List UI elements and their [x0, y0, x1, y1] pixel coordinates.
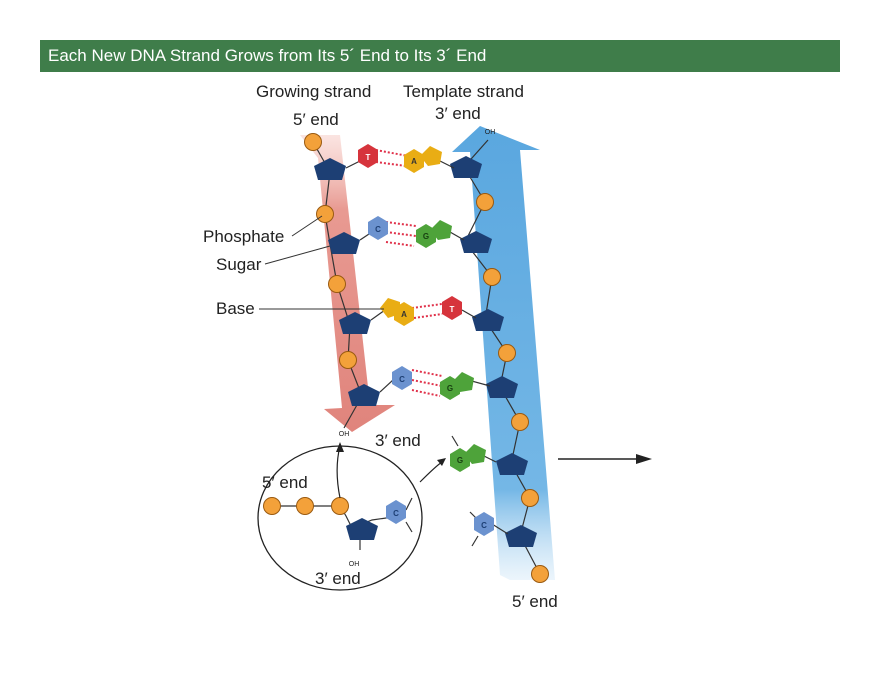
inset-circle: 5′ end OH C 3′ end — [257, 442, 423, 591]
sugar-pentagon — [486, 376, 518, 398]
base-letter: A — [411, 157, 417, 166]
base-c-hexagon — [392, 366, 412, 390]
base-a-hexagon — [394, 302, 414, 326]
sugar-pentagon — [348, 384, 380, 406]
arrowhead — [336, 442, 344, 452]
label-sugar: Sugar — [216, 255, 262, 274]
unpaired-base-c: C — [469, 511, 509, 547]
base-letter: T — [366, 153, 371, 162]
label-inset-5-end: 5′ end — [262, 473, 308, 492]
phosphate-circle — [511, 413, 529, 431]
label-inset-3-end: 3′ end — [315, 569, 361, 588]
phosphate-circle — [316, 205, 334, 223]
base-c-hexagon — [474, 512, 494, 536]
base-t-hexagon — [442, 296, 462, 320]
base-letter: G — [457, 456, 463, 465]
sugar-pentagon — [450, 156, 482, 178]
arrowhead — [437, 458, 446, 466]
base-pair-3: A T — [380, 296, 462, 326]
base-letter: C — [399, 375, 405, 384]
inset-to-oh-arrow — [336, 445, 341, 499]
phosphate-circle — [339, 351, 357, 369]
base-letter: A — [401, 310, 407, 319]
base-c-hexagon — [386, 500, 406, 524]
label-template-3-end: 3′ end — [435, 104, 481, 123]
label-growing-3-end: 3′ end — [375, 431, 421, 450]
phosphate-circle — [331, 497, 349, 515]
phosphate-circle — [521, 489, 539, 507]
phosphate-circle — [296, 497, 314, 515]
label-base: Base — [216, 299, 255, 318]
base-a-hexagon — [404, 149, 424, 173]
base-letter: T — [450, 305, 455, 314]
hydrogen-bonds — [375, 149, 443, 397]
oh-label-inset: OH — [349, 561, 360, 568]
sugar-pentagon — [460, 231, 492, 253]
phosphate-circle — [304, 133, 322, 151]
label-growing-strand: Growing strand — [256, 82, 371, 101]
sugar-pentagon — [472, 309, 504, 331]
sugar-pentagon — [346, 518, 378, 540]
base-pair-4: C G — [392, 366, 474, 400]
label-template-5-end: 5′ end — [512, 592, 558, 611]
direction-arrow-head — [636, 454, 652, 464]
title-bar: Each New DNA Strand Grows from Its 5´ En… — [40, 40, 840, 72]
sugar-pentagon — [496, 453, 528, 475]
sugar-pentagon — [339, 312, 371, 334]
page-title: Each New DNA Strand Grows from Its 5´ En… — [48, 46, 487, 65]
sugar-pentagon — [505, 525, 537, 547]
growing-strand-arrow — [300, 135, 395, 432]
sugar-pentagon — [328, 232, 360, 254]
label-phosphate: Phosphate — [203, 227, 284, 246]
label-growing-5-end: 5′ end — [293, 110, 339, 129]
phosphate-circle — [328, 275, 346, 293]
base-c-hexagon — [368, 216, 388, 240]
base-letter: C — [393, 509, 399, 518]
base-connectors — [345, 159, 491, 393]
base-letter: C — [481, 521, 487, 530]
base-letter: C — [375, 225, 381, 234]
base-t-hexagon — [358, 144, 378, 168]
leader-lines — [259, 215, 384, 310]
base-pair-1: T A — [358, 144, 442, 173]
sugar-pentagon — [314, 158, 346, 180]
base-g-hexagon — [450, 448, 470, 472]
phosphate-circle — [476, 193, 494, 211]
base-g-hexagon — [416, 224, 436, 248]
phosphate-circle — [263, 497, 281, 515]
label-template-strand: Template strand — [403, 82, 524, 101]
base-g-hexagon — [440, 376, 460, 400]
base-letter: G — [423, 232, 429, 241]
phosphate-circle — [498, 344, 516, 362]
inset-to-base-arrow — [419, 461, 443, 483]
phosphate-circle — [531, 565, 549, 583]
oh-label-growing: OH — [339, 431, 350, 438]
base-letter: G — [447, 384, 453, 393]
base-a-pentagon — [420, 146, 442, 166]
oh-label-template: OH — [485, 129, 496, 136]
incoming-base-g: G — [450, 435, 497, 472]
base-pair-2: C G — [368, 216, 452, 248]
phosphate-circle — [483, 268, 501, 286]
